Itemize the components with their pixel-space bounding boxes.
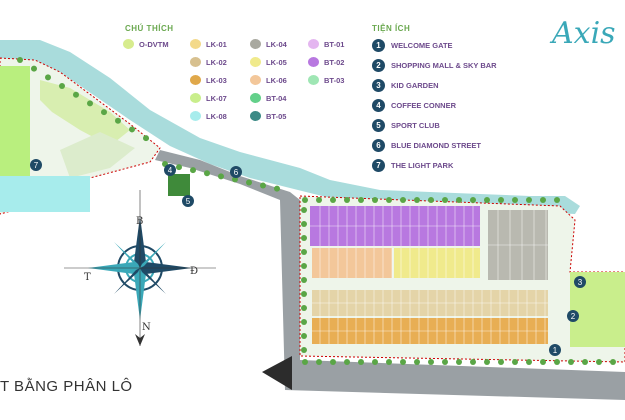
legend-title: CHÚ THÍCH bbox=[125, 24, 174, 33]
legend-item-lk-08: LK-08 bbox=[190, 110, 227, 122]
legend-item-lk-04: LK-04 bbox=[250, 38, 287, 50]
legend-label: LK-08 bbox=[206, 111, 227, 121]
lot-block-bt04-left bbox=[0, 66, 30, 176]
amenity-item-4: 4 COFFEE CONNER bbox=[372, 98, 456, 112]
legend-item-o-dvtm: O-DVTM bbox=[123, 38, 169, 50]
map-marker-1[interactable]: 1 bbox=[549, 344, 561, 356]
legend-item-bt-03: BT-03 bbox=[308, 74, 344, 86]
legend-swatch bbox=[123, 39, 134, 49]
amenity-item-6: 6 BLUE DIAMOND STREET bbox=[372, 138, 481, 152]
legend-swatch bbox=[308, 57, 319, 67]
brand-logo: Axis bbox=[552, 16, 616, 51]
amenity-number-badge: 6 bbox=[372, 138, 385, 152]
legend-label: BT-01 bbox=[324, 39, 345, 49]
map-marker-7[interactable]: 7 bbox=[30, 159, 42, 171]
amenity-item-2: 2 SHOPPING MALL & SKY BAR bbox=[372, 58, 497, 72]
amenity-item-7: 7 THE LIGHT PARK bbox=[372, 158, 453, 172]
amenity-number-badge: 1 bbox=[372, 38, 385, 52]
legend-swatch bbox=[190, 57, 201, 67]
legend-swatch bbox=[250, 75, 261, 85]
legend-label: LK-07 bbox=[206, 93, 227, 103]
map-marker-6[interactable]: 6 bbox=[230, 166, 242, 178]
amenity-label: WELCOME GATE bbox=[391, 40, 453, 50]
compass-rose: B N Đ T bbox=[64, 190, 216, 346]
amenity-label: THE LIGHT PARK bbox=[391, 160, 454, 170]
compass-west-label: T bbox=[84, 272, 91, 283]
amenity-label: KID GARDEN bbox=[391, 80, 439, 90]
legend-item-bt-05: BT-05 bbox=[250, 110, 286, 122]
legend-label: O-DVTM bbox=[139, 39, 169, 49]
svg-text:2: 2 bbox=[571, 312, 576, 321]
legend-item-lk-02: LK-02 bbox=[190, 56, 227, 68]
amenity-number-badge: 7 bbox=[372, 158, 385, 172]
amenity-number-badge: 3 bbox=[372, 78, 385, 92]
legend-swatch bbox=[250, 57, 261, 67]
compass-north-label: B bbox=[136, 216, 143, 227]
legend-swatch bbox=[250, 111, 261, 121]
lot-dividers bbox=[319, 206, 547, 344]
map-marker-3[interactable]: 3 bbox=[574, 276, 586, 288]
compass-south-label: N bbox=[142, 322, 151, 333]
amenity-label: SPORT CLUB bbox=[391, 120, 440, 130]
legend-label: LK-03 bbox=[206, 75, 227, 85]
road-arrow-left bbox=[262, 356, 292, 390]
amenity-number-badge: 5 bbox=[372, 118, 385, 132]
legend-item-lk-06: LK-06 bbox=[250, 74, 287, 86]
lot-block-lk06 bbox=[312, 248, 392, 278]
legend-swatch bbox=[308, 75, 319, 85]
legend-swatch bbox=[250, 39, 261, 49]
amenity-number-badge: 2 bbox=[372, 58, 385, 72]
map-marker-5[interactable]: 5 bbox=[182, 195, 194, 207]
legend-item-lk-03: LK-03 bbox=[190, 74, 227, 86]
trees bbox=[17, 57, 616, 365]
lot-block-lk08-left bbox=[0, 176, 90, 212]
amenities-title: TIỆN ÍCH bbox=[372, 24, 411, 33]
sport-club-court bbox=[168, 174, 190, 196]
svg-text:6: 6 bbox=[234, 168, 239, 177]
legend-item-lk-01: LK-01 bbox=[190, 38, 227, 50]
amenity-number-badge: 4 bbox=[372, 98, 385, 112]
map-marker-4[interactable]: 4 bbox=[164, 164, 176, 176]
legend-label: BT-03 bbox=[324, 75, 345, 85]
lot-block-lk07-left bbox=[40, 80, 130, 146]
legend-label: BT-02 bbox=[324, 57, 345, 67]
legend-label: BT-04 bbox=[266, 93, 287, 103]
legend-swatch bbox=[190, 111, 201, 121]
legend-item-bt-01: BT-01 bbox=[308, 38, 344, 50]
legend-item-bt-04: BT-04 bbox=[250, 92, 286, 104]
legend-label: LK-02 bbox=[206, 57, 227, 67]
legend-label: BT-05 bbox=[266, 111, 287, 121]
legend-label: LK-06 bbox=[266, 75, 287, 85]
amenity-item-5: 5 SPORT CLUB bbox=[372, 118, 440, 132]
plan-title: T BẰNG PHÂN LÔ bbox=[0, 378, 133, 395]
svg-text:4: 4 bbox=[168, 166, 173, 175]
legend-label: LK-01 bbox=[206, 39, 227, 49]
legend-swatch bbox=[308, 39, 319, 49]
legend-label: LK-04 bbox=[266, 39, 287, 49]
legend-item-lk-07: LK-07 bbox=[190, 92, 227, 104]
lot-block-lk07-left-2 bbox=[60, 132, 135, 178]
legend-item-bt-02: BT-02 bbox=[308, 56, 344, 68]
amenity-item-1: 1 WELCOME GATE bbox=[372, 38, 453, 52]
amenity-label: COFFEE CONNER bbox=[391, 100, 457, 110]
amenity-label: SHOPPING MALL & SKY BAR bbox=[391, 60, 497, 70]
legend-swatch bbox=[190, 93, 201, 103]
amenity-label: BLUE DIAMOND STREET bbox=[391, 140, 481, 150]
legend-swatch bbox=[250, 93, 261, 103]
legend-item-lk-05: LK-05 bbox=[250, 56, 287, 68]
legend-swatch bbox=[190, 39, 201, 49]
svg-text:5: 5 bbox=[186, 197, 191, 206]
svg-text:7: 7 bbox=[34, 161, 39, 170]
main-road bbox=[155, 150, 625, 400]
legend-swatch bbox=[190, 75, 201, 85]
amenity-item-3: 3 KID GARDEN bbox=[372, 78, 439, 92]
legend-label: LK-05 bbox=[266, 57, 287, 67]
svg-text:3: 3 bbox=[578, 278, 583, 287]
compass-east-label: Đ bbox=[190, 266, 198, 277]
svg-text:1: 1 bbox=[553, 346, 558, 355]
river bbox=[0, 40, 580, 214]
map-marker-2[interactable]: 2 bbox=[567, 310, 579, 322]
